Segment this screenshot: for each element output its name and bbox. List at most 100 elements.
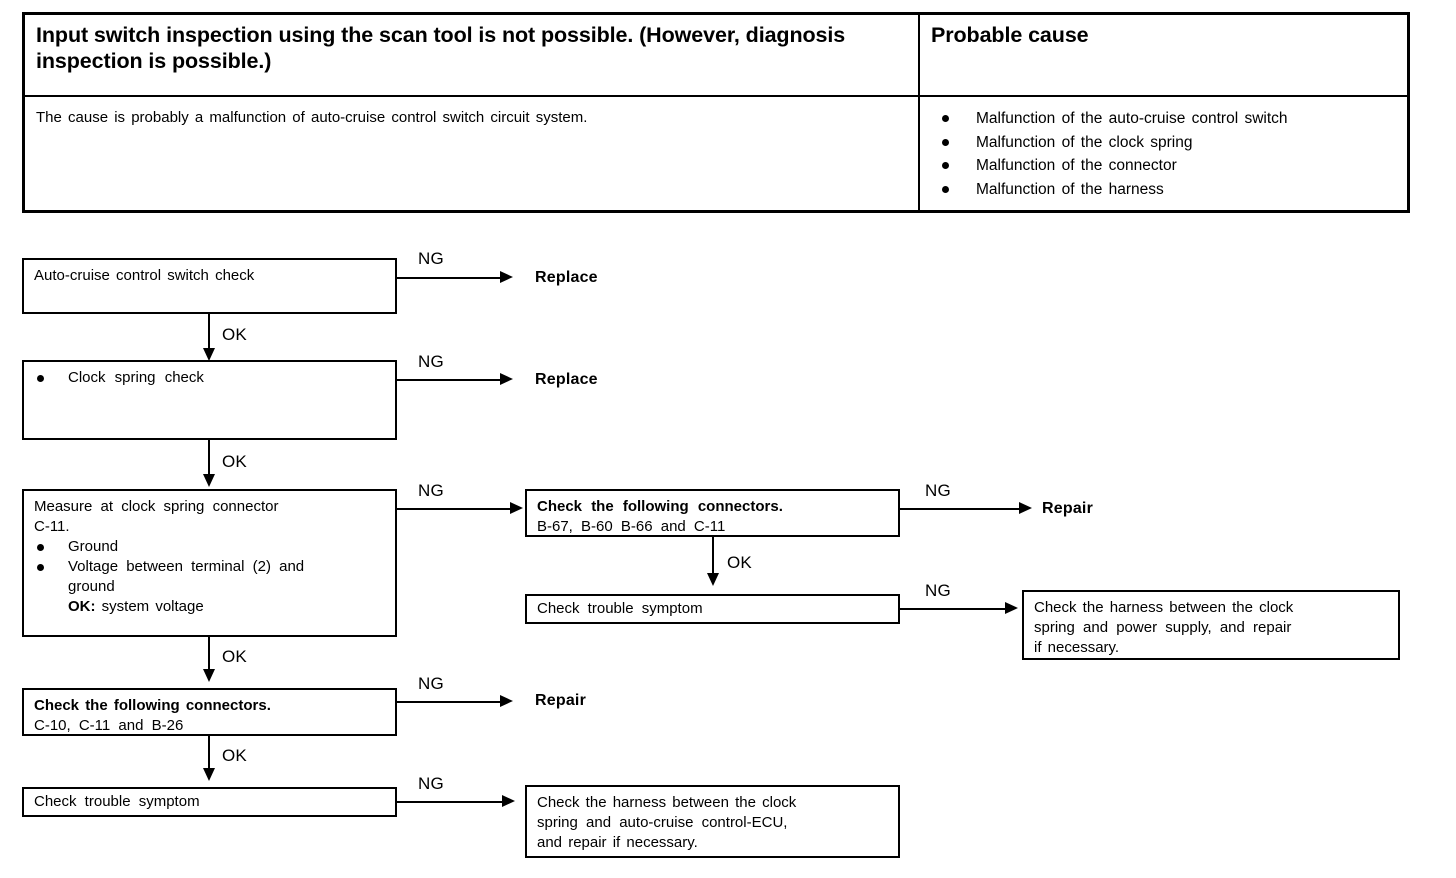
cause-label: Malfunction of the harness: [976, 180, 1164, 198]
probable-cause-list-cell: Malfunction of the auto-cruise control s…: [918, 97, 1407, 210]
symptom-table-header-row: Input switch inspection using the scan t…: [25, 15, 1407, 95]
edge-ng-connectors-middle: [900, 508, 1022, 510]
edge-label-ng-7: NG: [418, 774, 444, 793]
trouble-symptom-bottom-label: Check trouble symptom: [34, 793, 200, 810]
arrow-ng-connectors-bottom-icon: [500, 695, 513, 707]
flow-box-connectors-middle: Check the following connectors. B-67, B-…: [525, 489, 900, 537]
terminal-replace-2: Replace: [535, 371, 598, 388]
flow-box-trouble-symptom-middle: Check trouble symptom: [525, 594, 900, 624]
bullet-icon: [942, 185, 949, 193]
bullet-icon: [942, 115, 949, 122]
edge-ng-connectors-bottom: [397, 701, 503, 703]
cause-label: Malfunction of the auto-cruise control s…: [976, 110, 1288, 127]
flow-box-switch-check: Auto-cruise control switch check: [22, 258, 397, 314]
arrow-ok-measure-to-connectors-icon: [203, 669, 215, 682]
terminal-replace-1: Replace: [535, 269, 598, 286]
harness-ecu-line-3: and repair if necessary.: [537, 834, 698, 851]
connectors-bottom-title: Check the following connectors.: [34, 697, 271, 714]
measure-ok-row: OK: system voltage: [68, 597, 387, 617]
flow-box-clock-spring-check: Clock spring check: [22, 360, 397, 440]
flow-box-connectors-bottom: Check the following connectors. C-10, C-…: [22, 688, 397, 736]
symptom-title-line-2: (However, diagnosis inspection is possib…: [36, 23, 846, 73]
arrow-ok-switch-to-clock-icon: [203, 348, 215, 361]
list-item: Malfunction of the auto-cruise control s…: [931, 107, 1407, 131]
measure-item-voltage-line-1: Voltage between terminal (2) and: [68, 558, 305, 575]
edge-label-ok-2: OK: [222, 452, 247, 471]
list-item: Malfunction of the connector: [931, 154, 1407, 178]
bullet-icon: [37, 375, 44, 382]
list-item: Voltage between terminal (2) and ground …: [34, 557, 387, 617]
connectors-bottom-list: C-10, C-11 and B-26: [34, 717, 184, 734]
edge-label-ng-3: NG: [418, 481, 444, 500]
measure-line-2: C-11.: [34, 518, 70, 535]
edge-ok-measure-to-connectors: [208, 637, 210, 673]
edge-label-ng-2: NG: [418, 352, 444, 371]
arrow-ng-trouble-symptom-middle-icon: [1005, 602, 1018, 614]
cause-label: Malfunction of the clock spring: [976, 133, 1193, 151]
clock-spring-check-list: Clock spring check: [34, 368, 387, 388]
flow-box-measure-clock-spring: Measure at clock spring connector C-11. …: [22, 489, 397, 637]
arrow-ng-connectors-middle-icon: [1019, 502, 1032, 514]
bullet-icon: [942, 138, 949, 146]
cause-label: Malfunction of the connector: [976, 157, 1177, 174]
list-item: Ground: [34, 537, 387, 557]
measure-line-1: Measure at clock spring connector: [34, 498, 279, 515]
terminal-repair-1: Repair: [1042, 500, 1093, 517]
bullet-icon: [942, 162, 949, 169]
symptom-description-text: The cause is probably a malfunction of a…: [36, 109, 588, 126]
edge-ok-switch-to-clock: [208, 314, 210, 352]
measure-ok-label: OK:: [68, 598, 96, 615]
bullet-icon: [37, 564, 44, 571]
probable-cause-list: Malfunction of the auto-cruise control s…: [931, 104, 1407, 201]
arrow-ng-trouble-symptom-bottom-icon: [502, 795, 515, 807]
harness-ecu-line-2: spring and auto-cruise control-ECU,: [537, 814, 788, 831]
symptom-header-cell: Input switch inspection using the scan t…: [25, 15, 918, 95]
edge-ng-trouble-symptom-middle: [900, 608, 1008, 610]
connectors-middle-title: Check the following connectors.: [537, 498, 783, 515]
list-item: Malfunction of the harness: [931, 178, 1407, 202]
edge-ng-switch-check: [397, 277, 503, 279]
arrow-ng-switch-check-icon: [500, 271, 513, 283]
probable-cause-title: Probable cause: [931, 23, 1089, 47]
measure-item-list: Ground Voltage between terminal (2) and …: [34, 537, 387, 617]
edge-label-ok-4: OK: [222, 647, 247, 666]
arrow-ng-measure-icon: [510, 502, 523, 514]
flow-box-trouble-symptom-bottom: Check trouble symptom: [22, 787, 397, 817]
edge-label-ok-5: OK: [222, 746, 247, 765]
list-item: Clock spring check: [34, 368, 387, 388]
switch-check-label: Auto-cruise control switch check: [34, 267, 255, 284]
edge-label-ok-1: OK: [222, 325, 247, 344]
edge-label-ng-6: NG: [418, 674, 444, 693]
symptom-title-line-1: Input switch inspection using the scan t…: [36, 23, 634, 47]
edge-label-ng-5: NG: [925, 581, 951, 600]
symptom-table: Input switch inspection using the scan t…: [22, 12, 1410, 213]
edge-ng-measure: [397, 508, 513, 510]
edge-ng-trouble-symptom-bottom: [397, 801, 505, 803]
flow-box-harness-ecu: Check the harness between the clock spri…: [525, 785, 900, 858]
arrow-ng-clock-spring-icon: [500, 373, 513, 385]
measure-item-ground: Ground: [68, 538, 119, 555]
edge-ok-connectors-middle: [712, 537, 714, 577]
edge-label-ng-1: NG: [418, 249, 444, 268]
harness-power-line-1: Check the harness between the clock: [1034, 599, 1294, 616]
list-item: Malfunction of the clock spring: [931, 131, 1407, 155]
flow-box-harness-power-supply: Check the harness between the clock spri…: [1022, 590, 1400, 660]
arrow-ok-connectors-middle-icon: [707, 573, 719, 586]
probable-cause-header-cell: Probable cause: [918, 15, 1407, 95]
measure-item-voltage-line-2: ground: [68, 578, 115, 595]
clock-spring-check-label: Clock spring check: [68, 369, 204, 386]
terminal-repair-2: Repair: [535, 692, 586, 709]
measure-ok-value: system voltage: [101, 598, 204, 615]
edge-ok-connectors-to-symptom: [208, 736, 210, 772]
arrow-ok-clock-to-measure-icon: [203, 474, 215, 487]
edge-ng-clock-spring: [397, 379, 503, 381]
harness-power-line-3: if necessary.: [1034, 639, 1120, 656]
symptom-description-cell: The cause is probably a malfunction of a…: [25, 97, 918, 210]
symptom-table-body-row: The cause is probably a malfunction of a…: [25, 95, 1407, 210]
edge-label-ng-4: NG: [925, 481, 951, 500]
trouble-symptom-middle-label: Check trouble symptom: [537, 600, 703, 617]
connectors-middle-list: B-67, B-60 B-66 and C-11: [537, 518, 726, 535]
harness-ecu-line-1: Check the harness between the clock: [537, 794, 797, 811]
bullet-icon: [37, 544, 44, 551]
